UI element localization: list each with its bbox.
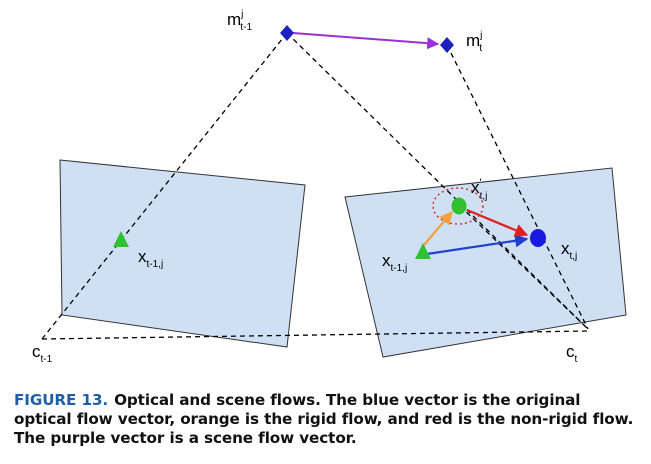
point-x-left-triangle: [113, 231, 129, 247]
label-c-curr: ct: [566, 342, 578, 365]
ray-x-prime-to-right-camera: [459, 205, 589, 330]
label-x-right-prev: xt-1,j: [382, 251, 407, 274]
label-x-left: xt-1,j: [138, 247, 163, 270]
figure-caption-text: Optical and scene flows. The blue vector…: [14, 391, 634, 447]
label-x-prime: x't,j: [471, 177, 487, 202]
image-plane-t: [344, 167, 627, 358]
rigid-flow-vector: [423, 210, 453, 246]
uncertainty-circle: [432, 187, 484, 225]
ray-m-prev-to-right-camera: [286, 32, 589, 330]
scene-flow-vector: [292, 32, 440, 50]
ray-m-curr-to-right-camera: [446, 44, 589, 330]
ray-left-camera: [41, 32, 288, 340]
figure-caption: FIGURE 13.Optical and scene flows. The b…: [14, 391, 642, 448]
point-x-prime-rigid: [451, 197, 467, 215]
point-x-right-triangle: [415, 243, 431, 259]
figure-label: FIGURE 13.: [14, 391, 109, 409]
image-plane-t-minus-1: [59, 159, 306, 348]
world-point-m-prev: [280, 25, 294, 41]
baseline: [41, 330, 589, 340]
label-c-prev: ct-1: [32, 342, 53, 365]
point-x-observed: [530, 229, 546, 247]
world-point-m-curr: [440, 37, 454, 53]
label-x-curr: xt,j: [561, 239, 577, 262]
non-rigid-flow-vector: [466, 208, 529, 237]
optical-flow-vector: [426, 234, 529, 256]
